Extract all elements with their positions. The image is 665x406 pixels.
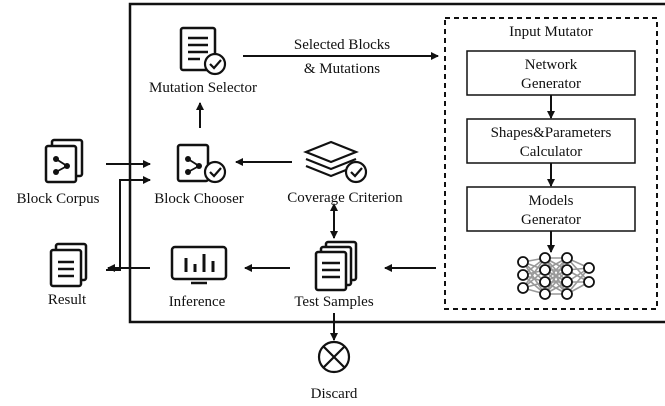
inference-monitor-icon [170, 245, 228, 285]
block-corpus-label: Block Corpus [17, 191, 100, 207]
inference-label: Inference [169, 294, 226, 310]
coverage-criterion-label: Coverage Criterion [287, 190, 403, 206]
test-samples-icon [314, 240, 358, 292]
test-samples-label: Test Samples [294, 294, 374, 310]
models-generator-box: Models Generator [466, 186, 636, 232]
neural-network-icon [517, 252, 595, 300]
network-generator-label-2: Generator [521, 76, 581, 92]
network-generator-label-1: Network [525, 57, 578, 73]
shapes-calculator-label-1: Shapes&Parameters [491, 125, 612, 141]
selected-blocks-label-2: & Mutations [304, 61, 380, 77]
coverage-layers-icon [303, 140, 368, 184]
discard-label: Discard [311, 386, 358, 402]
models-generator-label-2: Generator [521, 212, 581, 228]
mutation-selector-icon [179, 26, 227, 76]
mutation-selector-label: Mutation Selector [149, 80, 257, 96]
discard-x-icon [317, 340, 351, 374]
result-label: Result [48, 292, 87, 308]
selected-blocks-label-1: Selected Blocks [294, 37, 390, 53]
block-chooser-label: Block Chooser [154, 191, 244, 207]
block-chooser-icon [176, 143, 227, 184]
network-generator-box: Network Generator [466, 50, 636, 96]
models-generator-label-1: Models [529, 193, 574, 209]
shapes-parameters-calculator-box: Shapes&Parameters Calculator [466, 118, 636, 164]
input-mutator-title: Input Mutator [509, 24, 593, 40]
result-document-icon [49, 242, 88, 288]
block-corpus-icon [44, 138, 84, 184]
shapes-calculator-label-2: Calculator [520, 144, 582, 160]
